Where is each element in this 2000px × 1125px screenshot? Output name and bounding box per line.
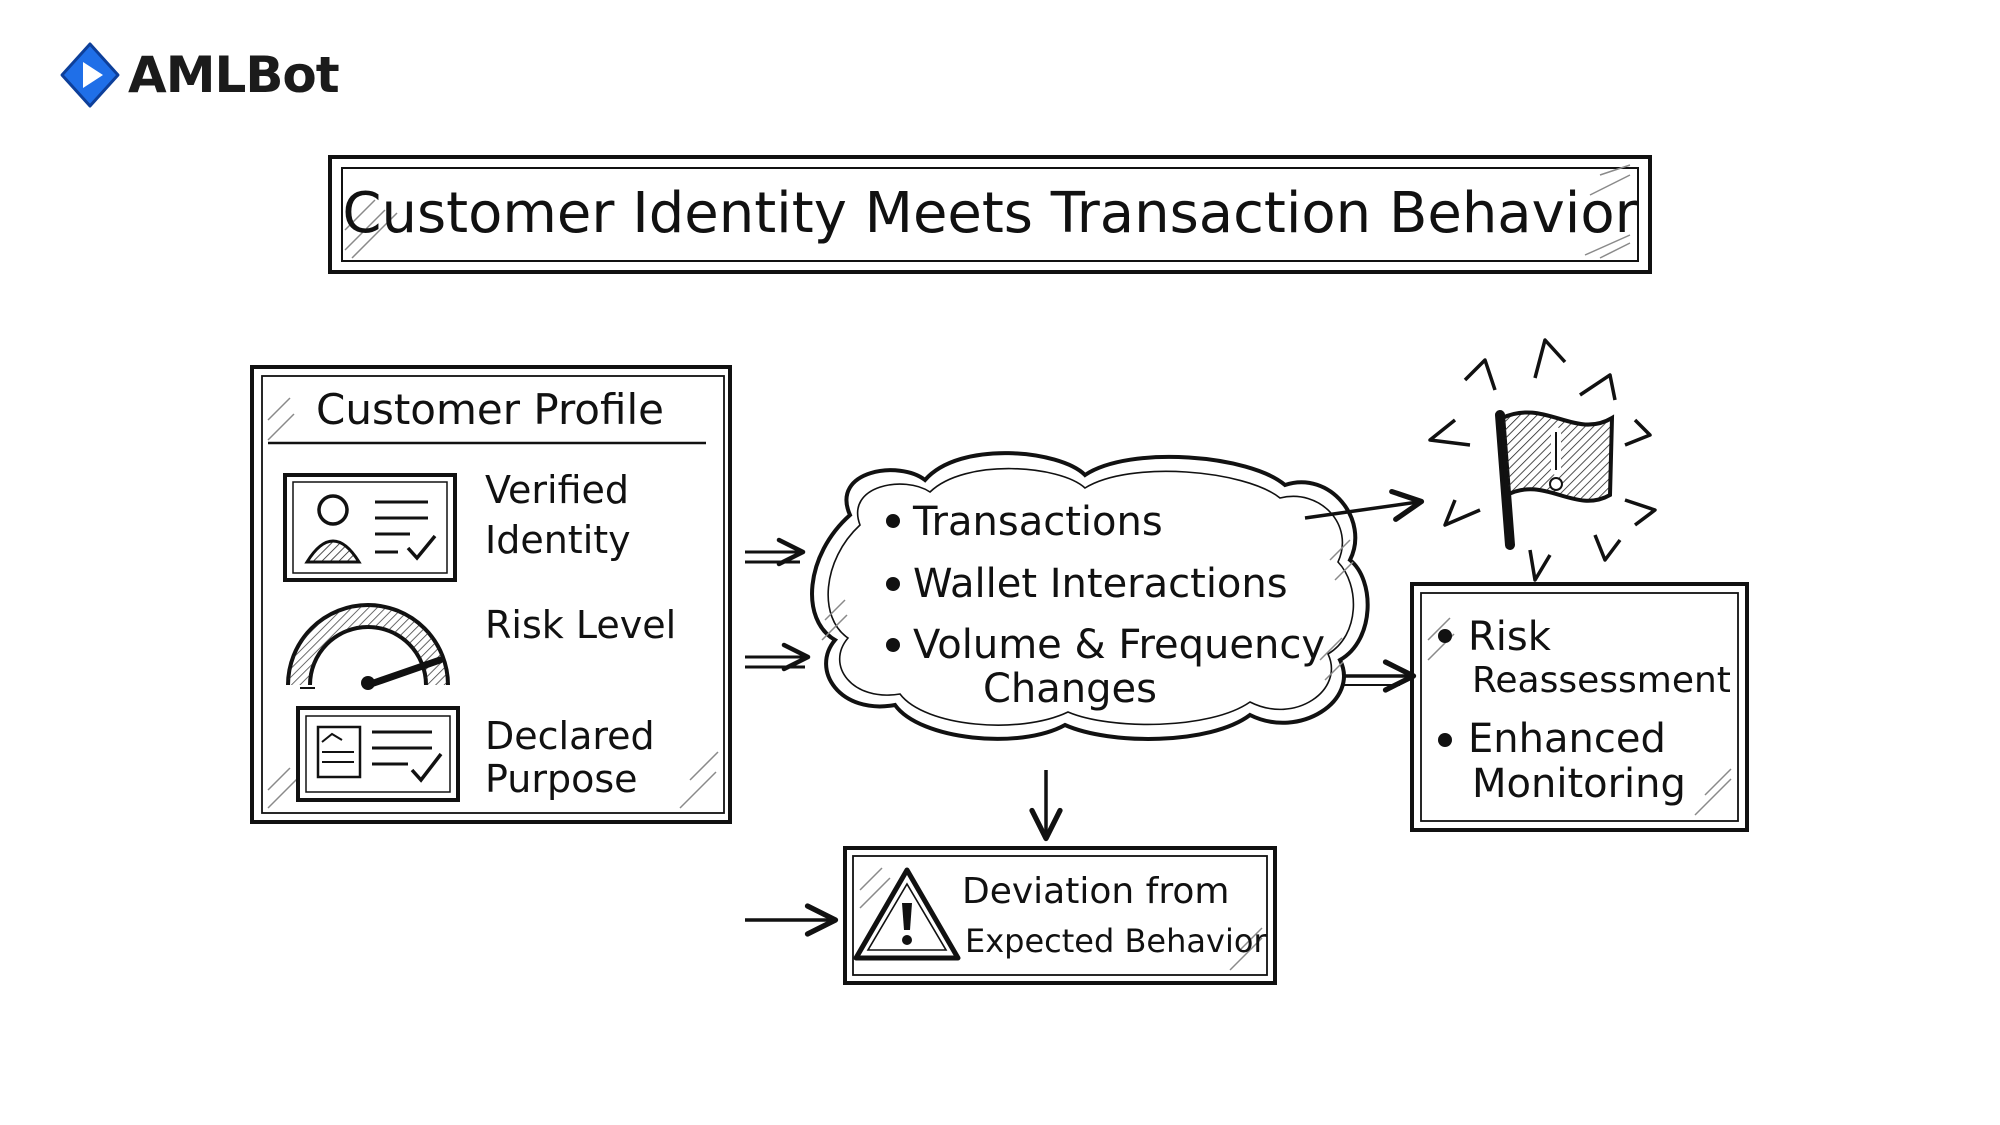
profile-item-1-line1: Verified [485, 468, 629, 512]
behavior-item-3-line1: Volume & Frequency [913, 622, 1325, 668]
behavior-item-2: Wallet Interactions [913, 561, 1288, 607]
diagram-title: Customer Identity Meets Transaction Beha… [342, 181, 1638, 246]
profile-item-3-line1: Declared [485, 714, 655, 758]
action-item-1-line2: Reassessment [1472, 660, 1731, 701]
profile-item-2-line1: Risk Level [485, 603, 676, 647]
warning-triangle-icon [853, 867, 961, 961]
warning-flag-icon [1428, 338, 1657, 582]
brand-name: AMLBot [128, 46, 340, 104]
id-card-icon [283, 473, 457, 582]
profile-item-1-line2: Identity [485, 518, 631, 562]
deviation-line2: Expected Behavior [965, 922, 1267, 960]
title-banner: Customer Identity Meets Transaction Beha… [328, 155, 1652, 274]
action-item-2-line2: Monitoring [1472, 761, 1686, 807]
action-item-2-line1: Enhanced [1468, 716, 1666, 762]
diamond-play-icon [60, 42, 120, 108]
profile-heading: Customer Profile [316, 385, 664, 434]
profile-item-3-line2: Purpose [485, 757, 638, 801]
behavior-item-3-line2: Changes [983, 666, 1157, 712]
customer-profile-box: Customer Profile Verified Identity [250, 365, 732, 824]
document-check-icon [296, 706, 460, 802]
behavior-item-1: Transactions [912, 499, 1163, 545]
action-item-1-line1: Risk [1468, 614, 1552, 660]
deviation-line1: Deviation from [962, 871, 1229, 912]
actions-box: Risk Reassessment Enhanced Monitoring [1410, 582, 1749, 832]
gauge-icon [286, 603, 450, 690]
transaction-behavior-cloud: Transactions Wallet Interactions Volume … [810, 451, 1370, 741]
deviation-box: Deviation from Expected Behavior [843, 846, 1277, 985]
brand-logo: AMLBot [58, 40, 340, 110]
arrow-profile-to-behavior [745, 537, 811, 672]
arrow-behavior-to-alert [1304, 488, 1425, 522]
